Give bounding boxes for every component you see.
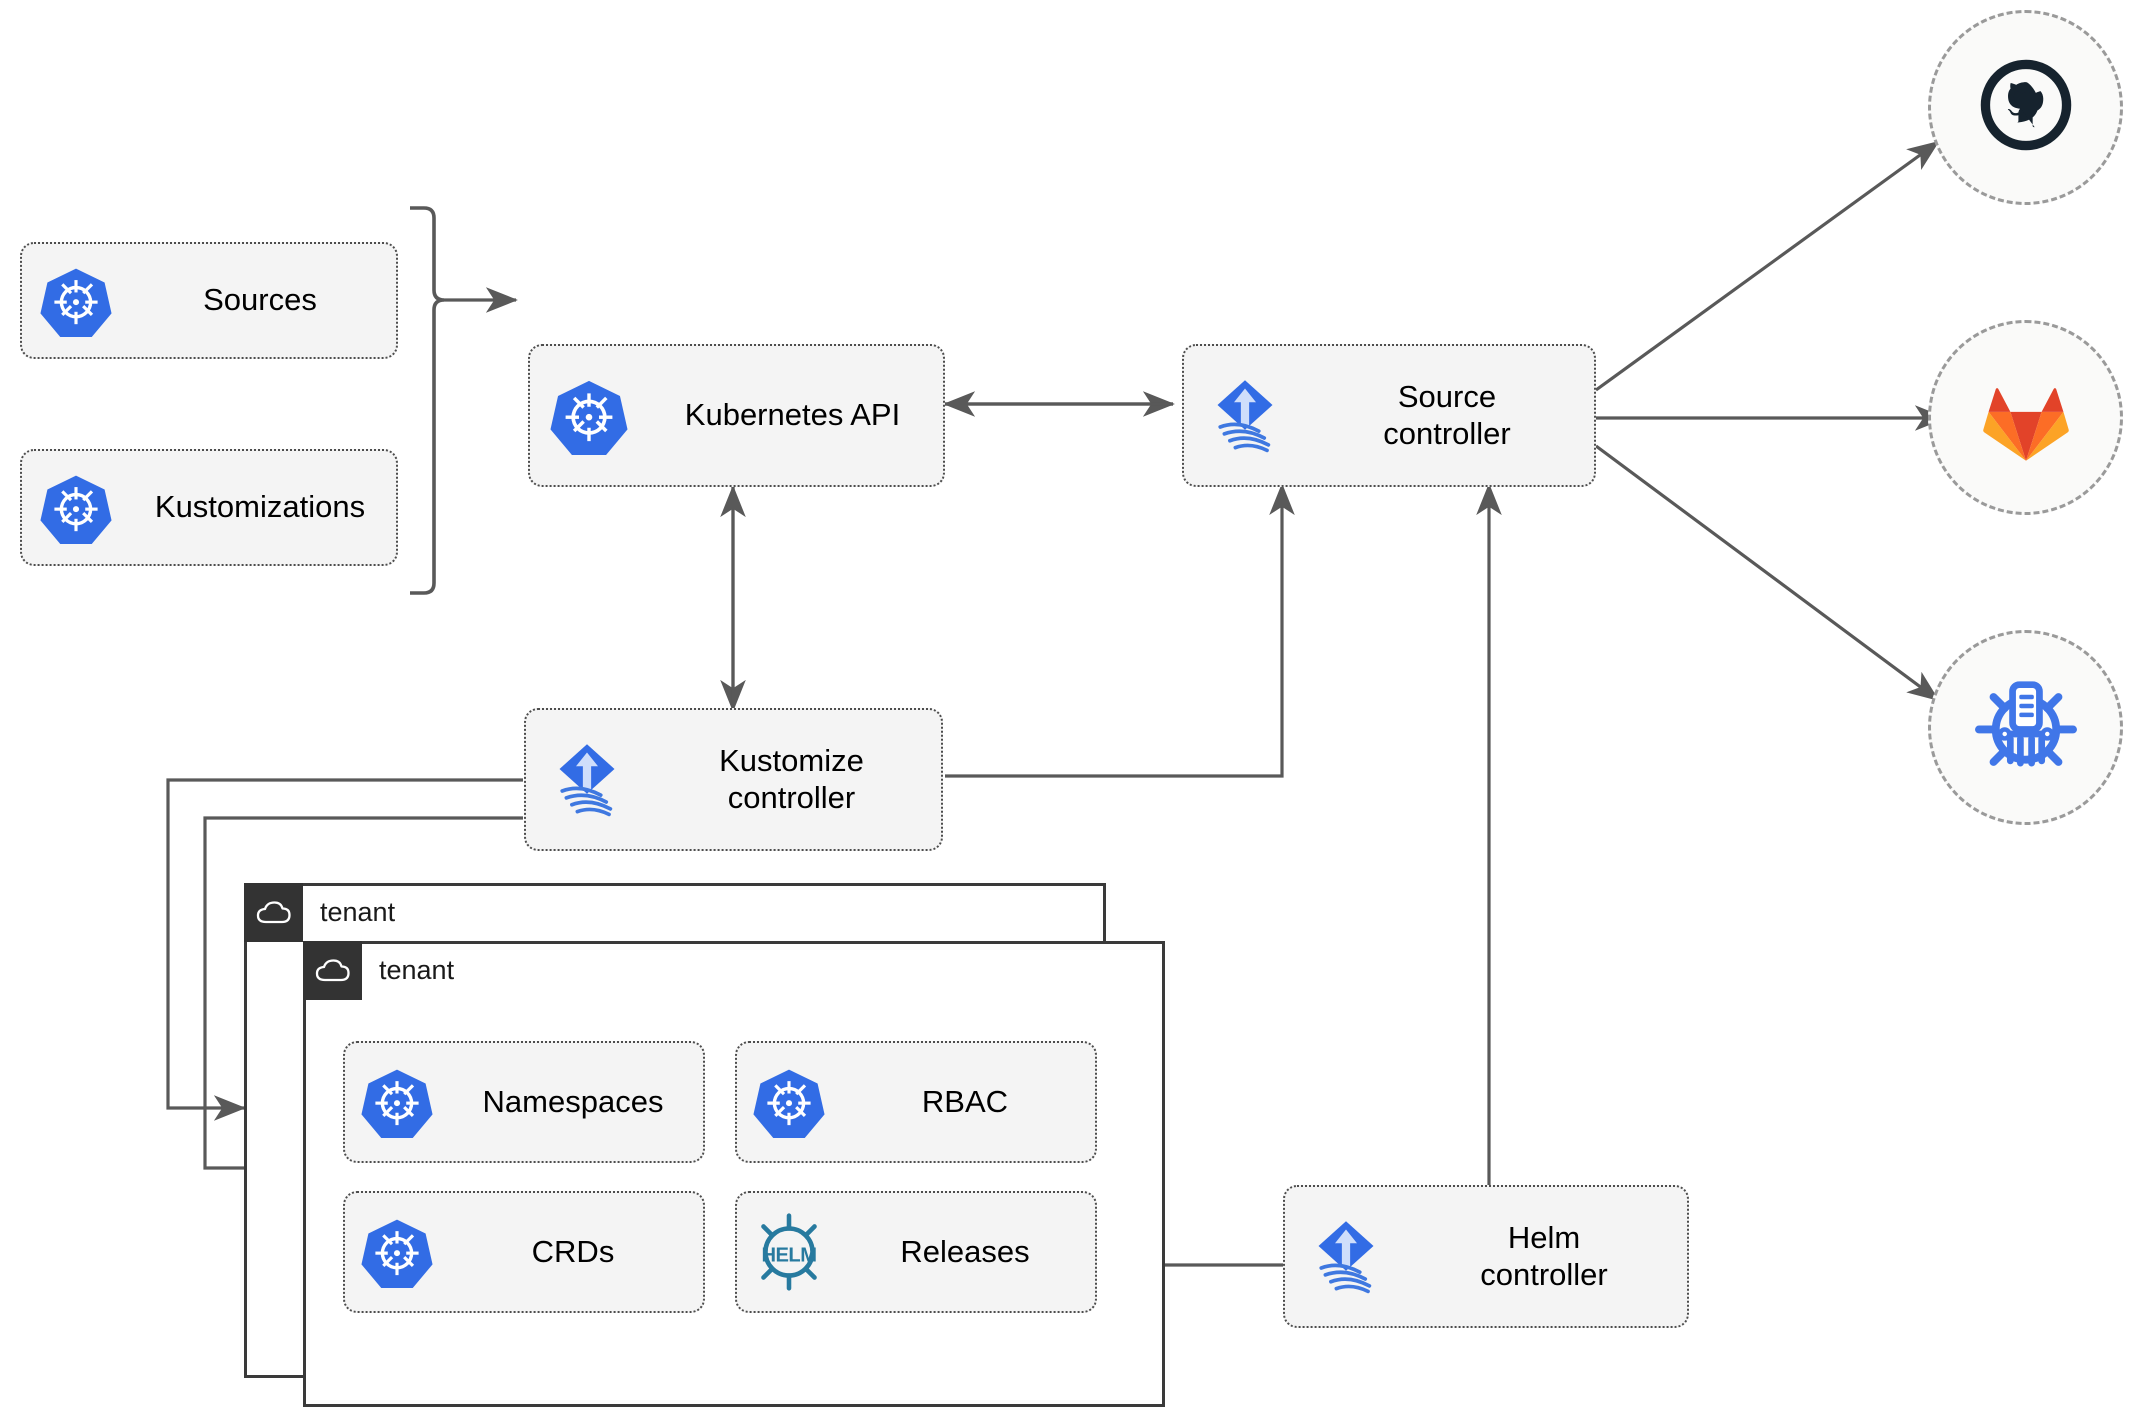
tenant-title-bar: tenant bbox=[303, 941, 454, 1000]
kubernetes-icon bbox=[345, 1216, 449, 1288]
kubernetes-icon bbox=[530, 377, 648, 455]
kubernetes-icon bbox=[22, 472, 130, 544]
github-icon bbox=[1974, 53, 2078, 162]
node-kustomize-controller[interactable]: Kustomize controller bbox=[524, 708, 943, 851]
tenant-title-bar: tenant bbox=[244, 883, 395, 942]
kubernetes-icon bbox=[22, 265, 130, 337]
node-kubernetes-api[interactable]: Kubernetes API bbox=[528, 344, 945, 487]
node-kustomizations[interactable]: Kustomizations bbox=[20, 449, 398, 566]
node-releases[interactable]: HELM Releases bbox=[735, 1191, 1097, 1313]
node-sources[interactable]: Sources bbox=[20, 242, 398, 359]
kubernetes-icon bbox=[737, 1066, 841, 1138]
node-source-controller[interactable]: Source controller bbox=[1182, 344, 1596, 487]
svg-text:HELM: HELM bbox=[762, 1244, 817, 1266]
flux-icon bbox=[1285, 1213, 1407, 1301]
node-label: Releases bbox=[900, 1233, 1030, 1269]
helm-repository-icon bbox=[1970, 669, 2082, 786]
node-label: Kustomizations bbox=[154, 489, 366, 525]
cloud-icon bbox=[303, 941, 362, 1000]
tenant-label: tenant bbox=[320, 897, 396, 927]
node-label: Source controller bbox=[1383, 378, 1511, 451]
provider-gitlab[interactable] bbox=[1928, 320, 2123, 515]
node-namespaces[interactable]: Namespaces bbox=[343, 1041, 705, 1163]
tenant-container-front[interactable]: tenant bbox=[303, 941, 1165, 1407]
node-label: RBAC bbox=[921, 1083, 1009, 1119]
gitlab-icon bbox=[1974, 365, 2078, 470]
helm-icon: HELM bbox=[737, 1209, 841, 1295]
node-label: Kubernetes API bbox=[684, 397, 901, 433]
cloud-icon bbox=[244, 883, 303, 942]
node-label: Kustomize controller bbox=[719, 742, 864, 815]
node-label: Namespaces bbox=[482, 1083, 664, 1119]
flux-icon bbox=[526, 736, 648, 824]
provider-helm-repository[interactable] bbox=[1928, 630, 2123, 825]
node-helm-controller[interactable]: Helm controller bbox=[1283, 1185, 1689, 1328]
node-label: CRDs bbox=[531, 1233, 615, 1269]
node-label: Helm controller bbox=[1480, 1219, 1608, 1292]
node-label: Sources bbox=[203, 282, 317, 318]
node-rbac[interactable]: RBAC bbox=[735, 1041, 1097, 1163]
provider-github[interactable] bbox=[1928, 10, 2123, 205]
flux-icon bbox=[1184, 372, 1306, 460]
tenant-label: tenant bbox=[379, 955, 455, 985]
kubernetes-icon bbox=[345, 1066, 449, 1138]
node-crds[interactable]: CRDs bbox=[343, 1191, 705, 1313]
